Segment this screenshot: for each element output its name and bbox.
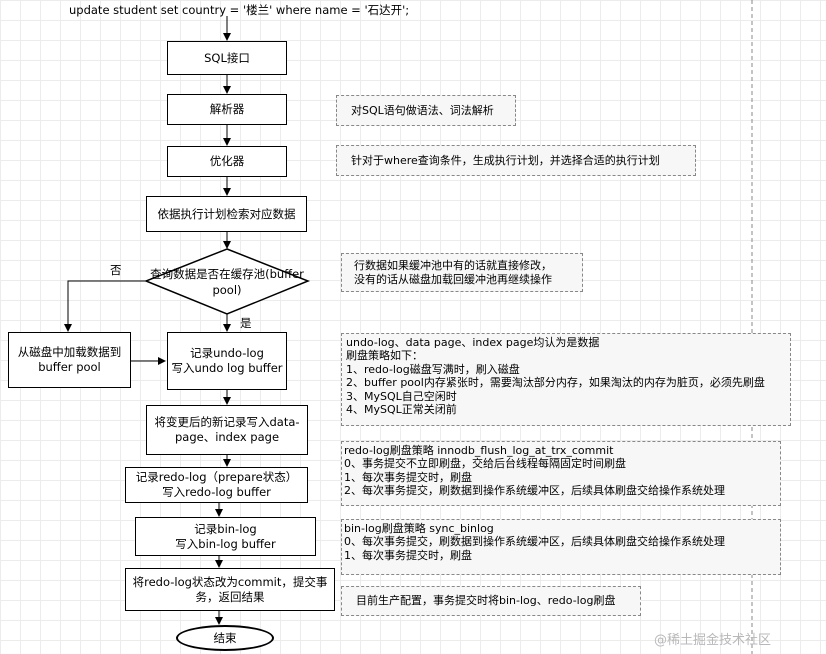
- load-from-disk-box: 从磁盘中加载数据到 buffer pool: [8, 332, 131, 388]
- parser-note: 对SQL语句做语法、词法解析: [336, 95, 516, 126]
- sql-statement: update student set country = '楼兰' where …: [69, 3, 410, 17]
- commit-box: 将redo-log状态改为commit，提交事 务，返回结果: [125, 568, 335, 611]
- parser-box: 解析器: [167, 94, 287, 125]
- write-data-page-box: 将变更后的新记录写入data- page、index page: [146, 405, 308, 455]
- redo-log-note: redo-log刷盘策略 innodb_flush_log_at_trx_com…: [341, 441, 781, 506]
- no-label: 否: [110, 263, 122, 277]
- optimizer-note: 针对于where查询条件，生成执行计划，并选择合适的执行计划: [336, 145, 696, 176]
- watermark: @稀土掘金技术社区: [654, 633, 772, 648]
- bin-log-box: 记录bin-log 写入bin-log buffer: [135, 517, 316, 556]
- undo-log-note: undo-log、data page、index page均认为是数据 刷盘策略…: [341, 333, 791, 426]
- end-terminal: 结束: [176, 625, 274, 651]
- decision-text: 查询数据是否在缓存池(buffer pool): [150, 267, 304, 297]
- arrow-no-branch: [64, 280, 146, 332]
- undo-log-box: 记录undo-log 写入undo log buffer: [167, 332, 287, 390]
- yes-label: 是: [240, 316, 252, 330]
- bin-log-note: bin-log刷盘策略 sync_binlog 0、每次事务提交，刷数据到操作系…: [341, 519, 781, 575]
- sql-interface-box: SQL接口: [167, 41, 287, 75]
- exec-plan-box: 依据执行计划检索对应数据: [146, 196, 307, 232]
- optimizer-box: 优化器: [167, 146, 287, 177]
- commit-note: 目前生产配置，事务提交时将bin-log、redo-log刷盘: [341, 586, 641, 616]
- cache-note: 行数据如果缓冲池中有的话就直接修改， 没有的话从磁盘加载回缓冲池再继续操作: [341, 253, 583, 292]
- redo-log-prepare-box: 记录redo-log（prepare状态） 写入redo-log buffer: [125, 467, 308, 503]
